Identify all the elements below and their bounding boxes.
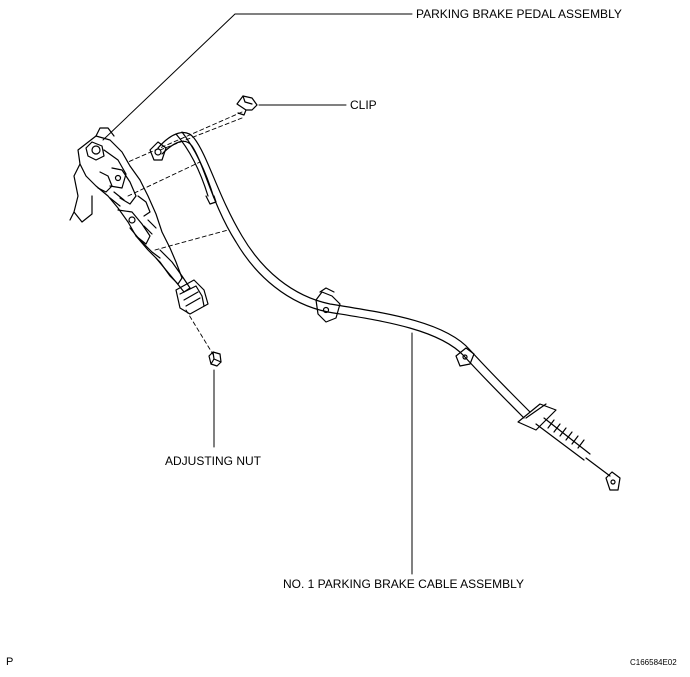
dashed-guides — [127, 111, 243, 357]
label-cable-assembly: NO. 1 PARKING BRAKE CABLE ASSEMBLY — [283, 577, 524, 591]
label-adjusting-nut: ADJUSTING NUT — [165, 454, 261, 468]
label-clip: CLIP — [350, 98, 377, 112]
pedal-assembly-part — [69, 127, 209, 315]
leader-lines — [102, 13, 413, 575]
footer-corner-letter: P — [6, 656, 14, 668]
leader-pedal-assembly — [102, 13, 413, 141]
clip-part — [236, 95, 258, 116]
figure-code: C166584E02 — [630, 658, 677, 667]
label-pedal-assembly: PARKING BRAKE PEDAL ASSEMBLY — [416, 7, 622, 21]
adjusting-nut-part — [208, 351, 222, 367]
cable-assembly-part — [149, 131, 621, 491]
